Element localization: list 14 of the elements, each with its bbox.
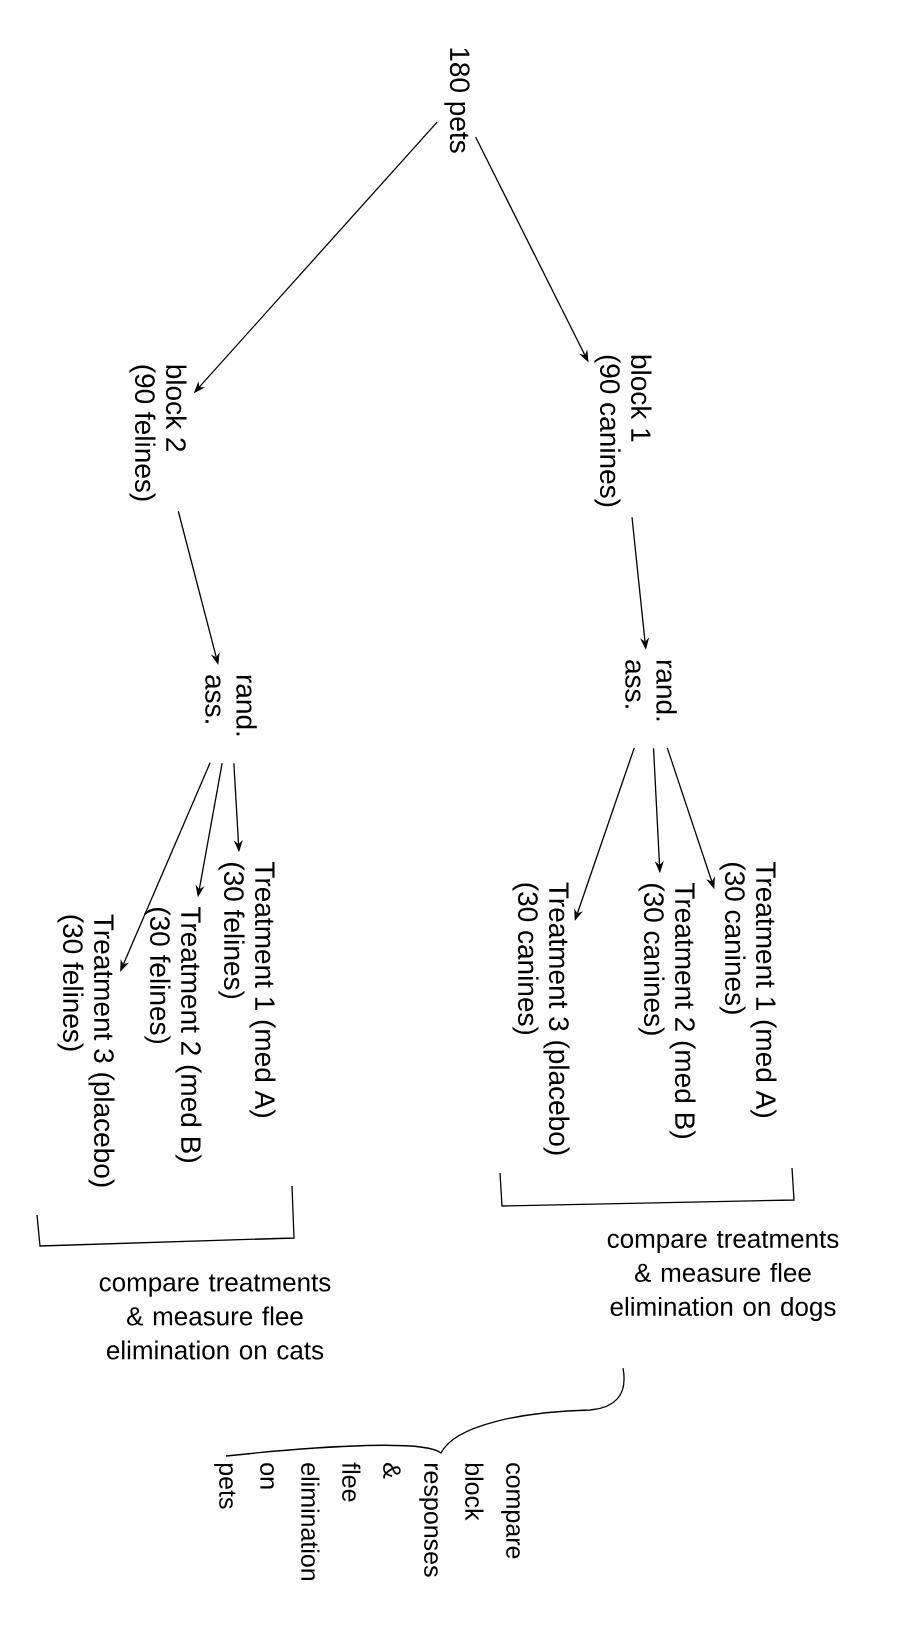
treatment-label: Treatment 3 (placebo) (30 felines): [57, 914, 115, 1187]
treatment-label: Treatment 2 (med B) (30 canines): [638, 883, 696, 1138]
summary-text: compare treatments & measure flee elimination on dogs: [607, 1230, 839, 1322]
treatment-label: Treatment 1 (med A) (30 felines): [218, 862, 276, 1117]
block-label: block 1 (90 canines): [594, 355, 652, 507]
treatment-label: Treatment 3 (placebo) (30 canines): [512, 882, 570, 1155]
treatment-label: Treatment 1 (med A) (30 canines): [719, 862, 777, 1117]
step-label: rand. ass.: [205, 675, 257, 736]
root-label: 180 pets: [444, 48, 470, 153]
block-label: block 2 (90 felines): [129, 365, 187, 501]
step-label: rand. ass.: [625, 660, 677, 721]
treatment-label: Treatment 2 (med B) (30 felines): [144, 907, 202, 1162]
summary-text: compare treatments & measure flee elimination on cats: [99, 1274, 331, 1360]
conclusion-text: compare block responses & flee elimination on pets: [214, 1462, 520, 1581]
